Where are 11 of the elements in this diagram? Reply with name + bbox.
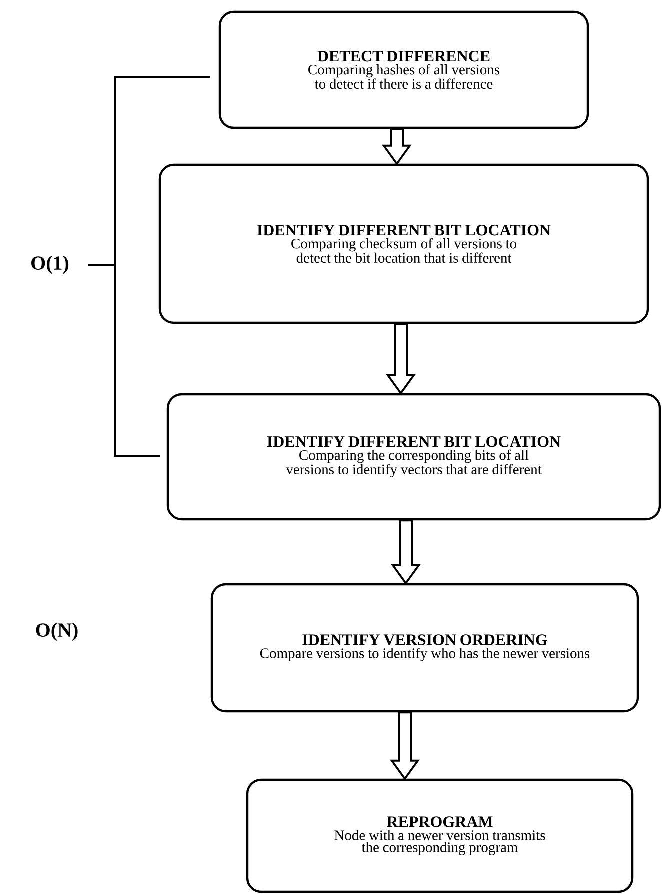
process-box: IDENTIFY DIFFERENT BIT LOCATION Comparing the corresponding bits of all versions to identify vectors that are different [166,393,662,521]
process-box: IDENTIFY DIFFERENT BIT LOCATION Comparing checksum of all versions to detect the bit location that is different [158,164,650,324]
arrow [386,323,416,396]
process-box: DETECT DIFFERENCE Comparing hashes of all versions to detect if there is a difference [218,10,590,130]
complexity-label: O(N) [36,622,78,642]
process-box: IDENTIFY VERSION ORDERING Compare versions to identify who has the newer versions [210,583,640,713]
arrow [391,520,421,586]
process-box: REPROGRAM Node with a newer version transmits the corresponding program [246,778,634,894]
arrow [382,128,412,166]
complexity-label: O(1) [32,256,69,274]
arrow [390,712,420,781]
